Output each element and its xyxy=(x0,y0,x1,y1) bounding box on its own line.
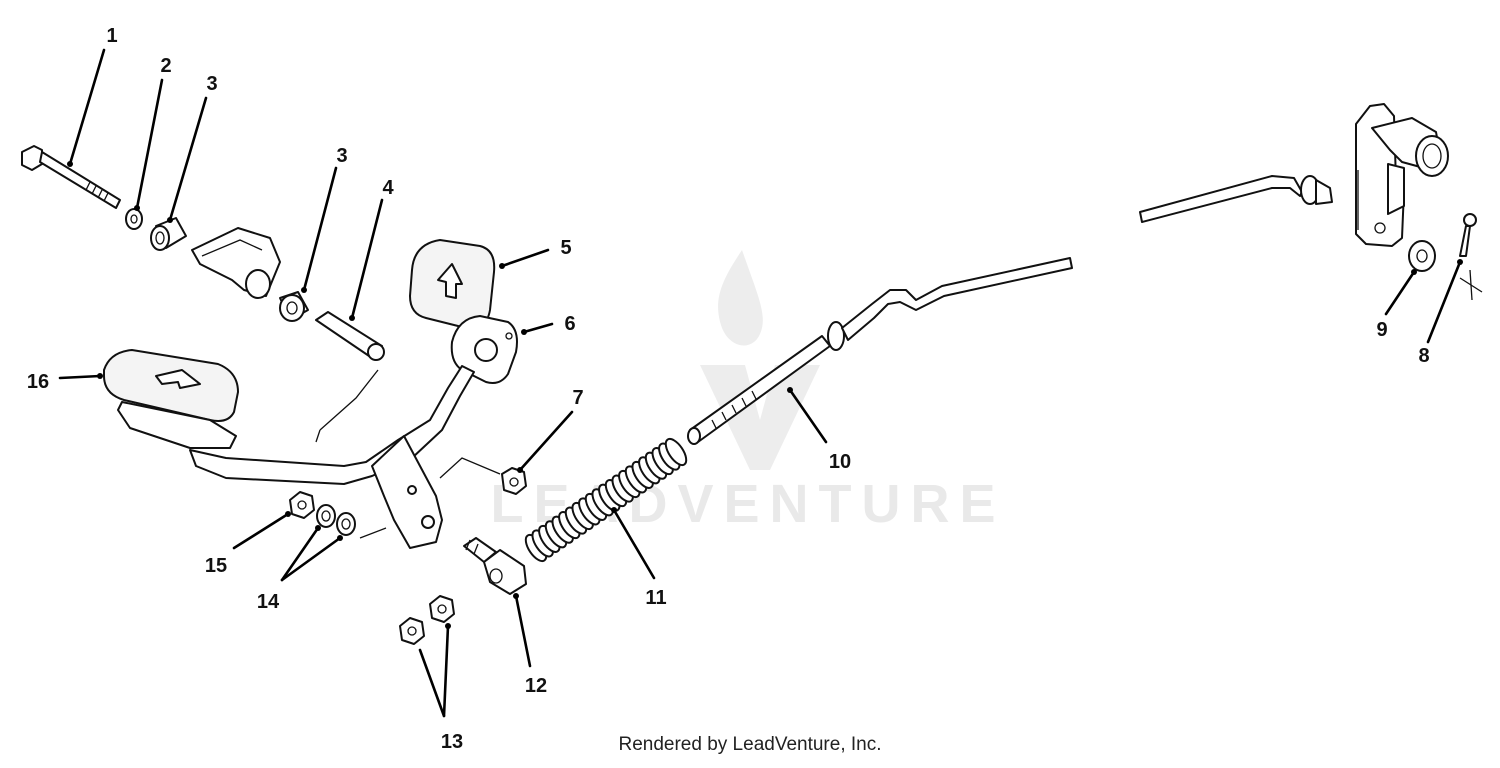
callout-4: 4 xyxy=(382,177,394,199)
callout-16: 16 xyxy=(27,371,49,393)
spring-coil xyxy=(664,437,688,467)
nut-left xyxy=(289,491,315,519)
pin xyxy=(315,311,385,361)
pedal-pad-lower xyxy=(103,349,239,449)
nut-pair xyxy=(399,595,455,645)
leader-lines xyxy=(58,48,1463,718)
callout-13: 13 xyxy=(441,731,463,753)
callout-3-right: 3 xyxy=(336,145,347,167)
callout-10: 10 xyxy=(829,451,851,473)
brake-bracket xyxy=(1355,103,1449,247)
washer-right xyxy=(1408,240,1436,272)
callout-15: 15 xyxy=(205,555,227,577)
pedal-lever xyxy=(189,365,501,549)
washer-pair xyxy=(316,504,356,536)
callout-1: 1 xyxy=(106,25,117,47)
cotter-pin xyxy=(1459,213,1483,301)
callout-12: 12 xyxy=(525,675,547,697)
pivot-bracket xyxy=(191,227,281,299)
washer xyxy=(125,208,143,230)
callout-6: 6 xyxy=(564,313,575,335)
nut-upper xyxy=(501,467,527,495)
callout-7: 7 xyxy=(572,387,583,409)
bolt xyxy=(21,145,121,209)
callout-5: 5 xyxy=(560,237,571,259)
spring xyxy=(524,437,688,563)
callout-9: 9 xyxy=(1376,319,1387,341)
trunnion xyxy=(463,537,527,595)
pedal-pad-upper xyxy=(409,239,496,330)
callout-8: 8 xyxy=(1418,345,1429,367)
footer-credit: Rendered by LeadVenture, Inc. xyxy=(618,734,882,755)
arrow-icon xyxy=(437,263,463,299)
callout-2: 2 xyxy=(160,55,171,77)
callout-3-left: 3 xyxy=(206,73,217,95)
bushing-left xyxy=(150,217,187,251)
bushing-right xyxy=(279,291,309,322)
callout-14: 14 xyxy=(257,591,280,613)
pedal-arm-block xyxy=(450,315,518,384)
callout-11: 11 xyxy=(645,587,666,609)
brake-rod xyxy=(687,175,1333,445)
callout-labels: 1 2 3 3 4 5 6 7 8 9 10 11 12 13 14 15 16 xyxy=(27,25,1430,753)
arrow-icon xyxy=(155,369,201,389)
